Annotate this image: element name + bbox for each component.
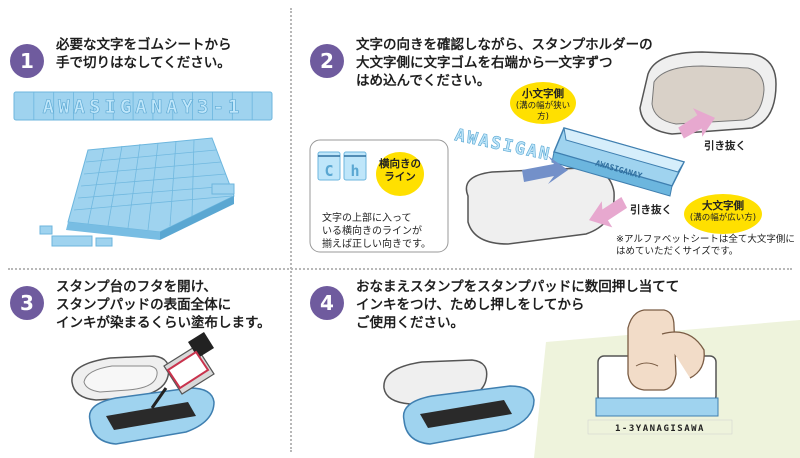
sample-letter-c: C (324, 162, 333, 180)
pull-out-label-bottom: 引き抜く (630, 204, 672, 216)
holder-cap-top (639, 51, 777, 135)
alphabet-footnote: ※アルファベットシートは全て大文字側に はめていただくサイズです。 (616, 234, 795, 257)
step-3-instruction: スタンプ台のフタを開け、 スタンプパッドの表面全体に インキが染まるくらい塗布し… (56, 279, 271, 331)
step-3-panel: 3 スタンプ台のフタを開け、 スタンプパッドの表面全体に インキが染まるくらい塗… (0, 270, 290, 458)
step-2-instruction: 文字の向きを確認しながら、スタンプホルダーの 大文字側に文字ゴムを右端から一文字… (356, 37, 653, 89)
step-1-number: 1 (10, 44, 44, 78)
stamp-pad-case (71, 355, 215, 445)
pull-arrow-top (678, 108, 716, 139)
step-4-illustration: 1-3YANAGISAWA (383, 309, 800, 458)
pull-out-label-top: 引き抜く (704, 140, 746, 152)
step-4-instruction: おなまえスタンプをスタンプパッドに数回押し当てて インキをつけ、ためし押しをして… (356, 279, 680, 331)
loose-letter-row: AWASIGAN (453, 125, 553, 165)
step-4-number: 4 (310, 286, 344, 320)
step-3-illustration (71, 332, 215, 445)
rubber-sheet (39, 137, 235, 247)
letter-strip-text: AWASIGANAY3-1 (43, 96, 244, 118)
large-letter-side-bubble: 大文字側 (溝の幅が広い方) (684, 194, 762, 234)
insert-arrow (522, 156, 568, 184)
holder-cap-bottom (465, 167, 615, 245)
stamp-holder: AWASIGANAY (551, 127, 686, 197)
vertical-divider (290, 8, 292, 452)
stamp-impression-text: 1-3YANAGISAWA (615, 424, 705, 434)
small-letter-side-bubble: 小文字側 (溝の幅が狭い方) (510, 82, 576, 124)
orientation-note: 文字の上部に入って いる横向きのラインが 揃えば正しい向きです。 (322, 213, 431, 250)
pull-arrow-bottom (588, 197, 628, 228)
step-1-illustration: AWASIGANAY3-1 (13, 91, 273, 247)
step-3-number: 3 (10, 286, 44, 320)
step-2-number: 2 (310, 44, 344, 78)
horizontal-divider (8, 268, 792, 270)
step-2-illustration: AWASIGANAY AWASIGAN C h (309, 51, 777, 253)
line-bubble: 横向きの ライン (376, 152, 424, 196)
step-1-instruction: 必要な文字をゴムシートから 手で切りはなしてください。 (56, 37, 232, 71)
sample-letter-h: h (350, 162, 359, 180)
step-4-panel: 4 おなまえスタンプをスタンプパッドに数回押し当てて インキをつけ、ためし押しを… (292, 270, 800, 458)
stamp-with-hand (595, 309, 719, 417)
stamp-pad (383, 359, 535, 445)
ink-bottle (150, 332, 215, 409)
step-1-panel: 1 必要な文字をゴムシートから 手で切りはなしてください。 AWASIGANAY… (0, 0, 290, 268)
step-2-panel: 2 文字の向きを確認しながら、スタンプホルダーの 大文字側に文字ゴムを右端から一… (292, 0, 800, 268)
